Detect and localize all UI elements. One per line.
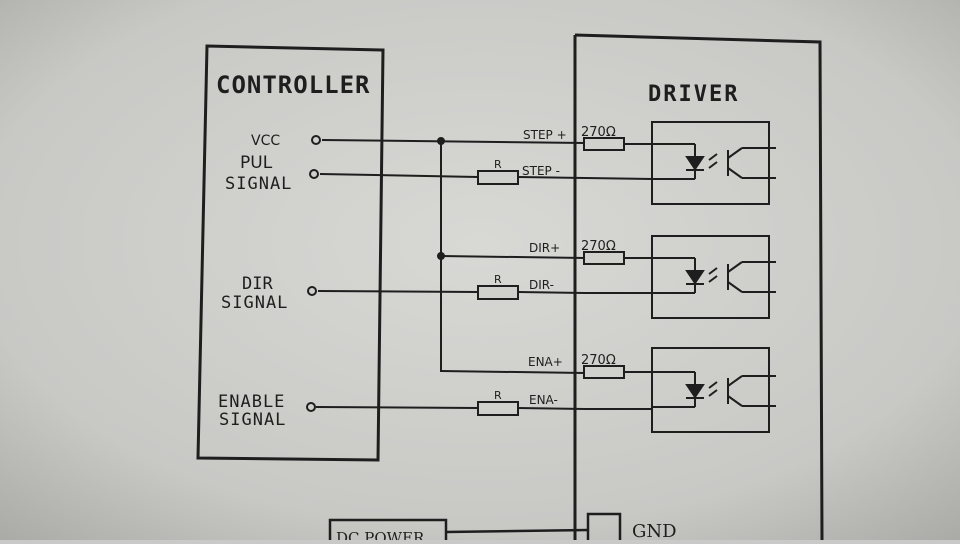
pul-wire-right [517, 176, 586, 179]
resistor-270-ena-label: 270Ω [581, 353, 616, 368]
dc-power-wire [445, 528, 589, 534]
optocoupler-step-icon [652, 143, 776, 180]
vcc-terminal [311, 135, 321, 145]
pul-wire-left [319, 173, 479, 178]
gnd-terminal-box [586, 512, 622, 544]
pul-signal-label: SIGNAL [225, 174, 292, 194]
optocoupler-dir-icon [652, 257, 776, 294]
dir-wire-right [517, 291, 586, 294]
controller-title: CONTROLLER [216, 71, 371, 99]
controller-box [196, 44, 385, 462]
ena-plus-label: ENA+ [528, 355, 563, 369]
optocoupler-ena-icon [652, 371, 776, 408]
optocoupler-box-dir [651, 235, 770, 319]
dir-label: DIR [242, 274, 273, 294]
dc-power-box [328, 518, 448, 544]
enable-signal-label: SIGNAL [219, 410, 286, 430]
optocoupler-box-ena [651, 347, 770, 433]
optocoupler-box-step [651, 121, 770, 205]
step-plus-label: STEP + [523, 128, 567, 142]
pul-terminal [309, 169, 319, 179]
resistor-pul [477, 170, 519, 185]
dir-terminal [307, 286, 317, 296]
driver-box [573, 33, 824, 541]
resistor-270-dir-label: 270Ω [581, 239, 616, 254]
gnd-label: GND [632, 521, 677, 540]
dir-plus-wire [440, 255, 586, 259]
ena-terminal [306, 402, 316, 412]
driver-title: DRIVER [648, 82, 739, 107]
resistor-270-step-label: 270Ω [581, 125, 616, 140]
ena-wire-left [315, 406, 479, 409]
junction-dot-1 [437, 137, 445, 145]
resistor-dir-label: R [494, 273, 502, 286]
dir-wire-left [317, 290, 479, 293]
ena-wire-right [517, 407, 586, 410]
dir-plus-label: DIR+ [529, 241, 560, 255]
enable-label: ENABLE [218, 392, 285, 412]
resistor-ena [477, 401, 519, 416]
ena-minus-label: ENA- [529, 393, 558, 407]
vcc-wire [321, 139, 586, 144]
resistor-dir [477, 285, 519, 300]
pul-label: PUL [240, 153, 273, 173]
dir-minus-label: DIR- [529, 278, 554, 292]
resistor-ena-label: R [494, 389, 502, 402]
step-minus-label: STEP - [522, 164, 560, 178]
vcc-label: VCC [251, 133, 280, 149]
ena-plus-wire [440, 370, 586, 374]
dir-signal-label: SIGNAL [221, 293, 288, 313]
step-minus-internal-wire [584, 177, 653, 180]
dc-power-label: DC POWER [336, 529, 425, 540]
resistor-pul-label: R [494, 158, 502, 171]
